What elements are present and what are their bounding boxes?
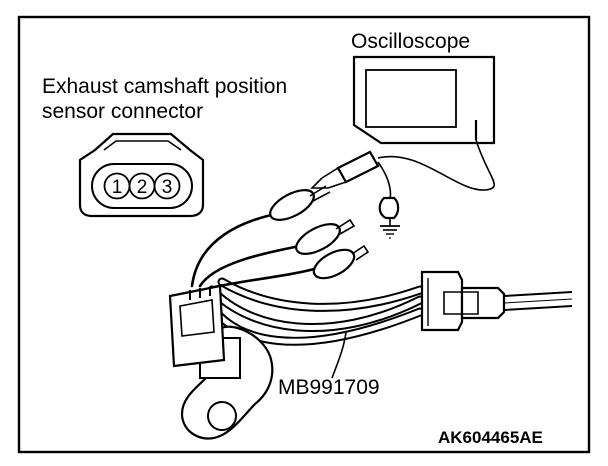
test-clip-c (312, 244, 370, 280)
svg-text:1: 1 (112, 177, 123, 198)
connector-label-line1: Exhaust camshaft position (42, 75, 287, 98)
oscilloscope (352, 55, 496, 145)
ground-clip (378, 196, 400, 226)
connector-pin-1: 1 (103, 172, 131, 200)
test-lead-b (198, 244, 302, 288)
harness-connector (420, 270, 506, 332)
figure-code: AK604465AE (438, 428, 543, 447)
connector-pin-3: 3 (153, 172, 181, 200)
harness-label: MB991709 (278, 376, 380, 399)
connector-label-line2: sensor connector (42, 100, 203, 123)
figure-border (17, 15, 591, 454)
vehicle-harness (503, 291, 573, 311)
svg-text:2: 2 (137, 177, 148, 198)
svg-text:3: 3 (162, 177, 173, 198)
oscilloscope-screen (365, 69, 457, 128)
test-lead-a (190, 210, 288, 288)
sensor-mount-hole (207, 401, 237, 431)
ground-symbol-icon (380, 225, 400, 239)
test-clip-a (269, 185, 331, 221)
connector-face: 1 2 3 (78, 132, 205, 218)
test-clip-b (295, 218, 356, 255)
probe-lead (377, 139, 496, 191)
probe-clip (310, 150, 380, 189)
connector-pin-2: 2 (128, 172, 156, 200)
sensor-connector-block (168, 284, 226, 368)
harness-leader-line (331, 331, 347, 379)
oscilloscope-label: Oscilloscope (351, 30, 470, 53)
ground-lead (377, 161, 392, 201)
test-lead-c (208, 266, 320, 290)
